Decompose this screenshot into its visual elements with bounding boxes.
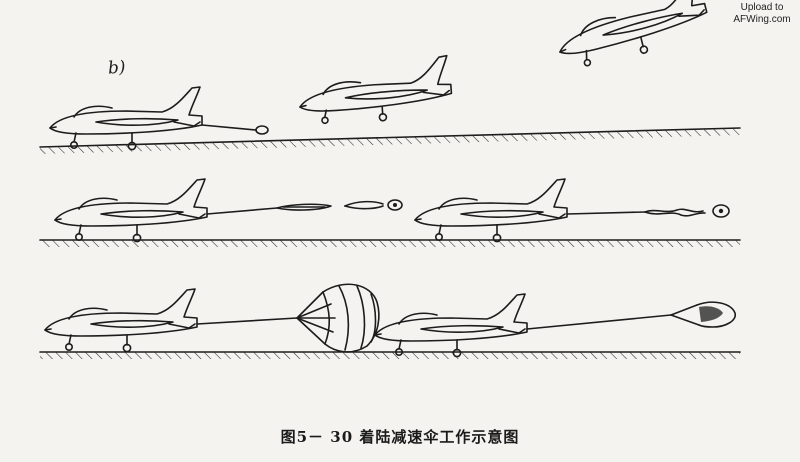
row-2-chute-deploy — [39, 178, 741, 247]
watermark-line-1: Upload to — [740, 2, 784, 13]
ground-hatch — [40, 128, 740, 154]
jet-chute-streaming — [414, 178, 730, 243]
watermark-line-2: AFWing.com — [733, 14, 791, 25]
jet-flare — [296, 54, 453, 125]
jet-canopy-open — [44, 283, 380, 353]
figure-caption: 图5－ 30 着陆减速伞工作示意图 — [280, 428, 520, 446]
jet-rolling — [49, 86, 269, 151]
panel-label: b) — [107, 57, 127, 79]
watermark: Upload to AFWing.com — [730, 2, 794, 26]
jet-approach — [549, 0, 710, 67]
ground-hatch — [40, 240, 740, 247]
row-1-touchdown — [39, 0, 741, 154]
jet-canopy-collapsing — [374, 293, 736, 358]
jet-chute-extracting — [54, 178, 403, 243]
row-3-chute-open — [39, 283, 741, 359]
ground-hatch — [40, 352, 740, 359]
